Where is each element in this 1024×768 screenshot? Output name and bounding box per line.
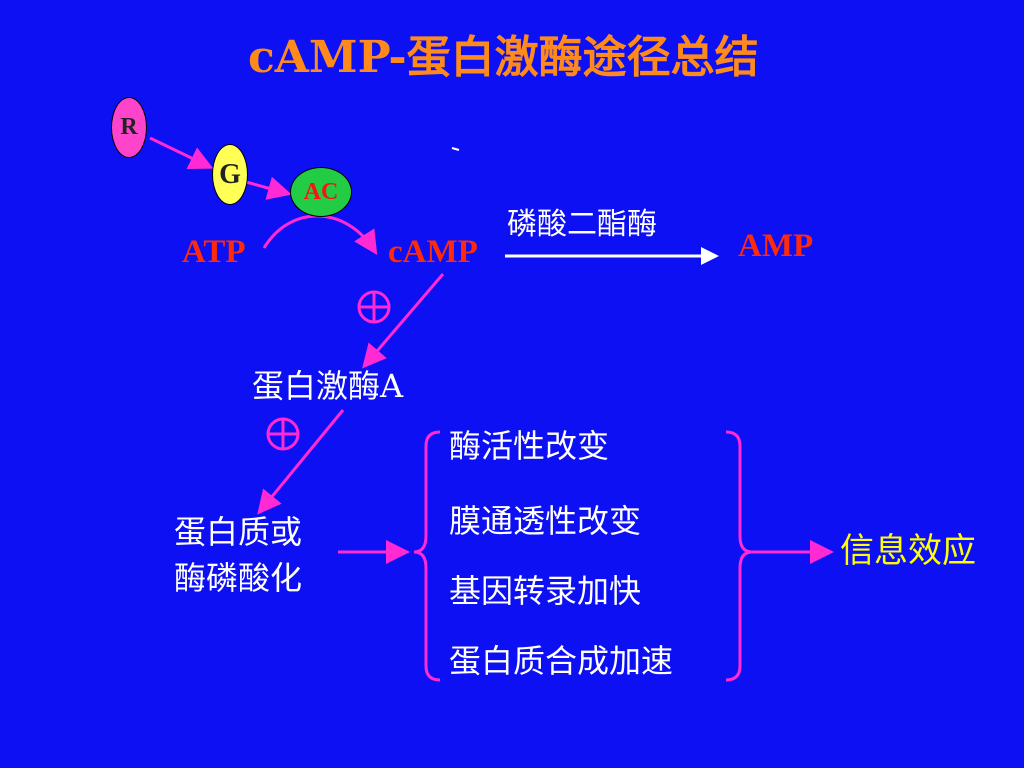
phosphorylation-label-line1: 蛋白质或	[174, 513, 303, 551]
atp-label: ATP	[182, 234, 246, 270]
arrow-pka-to-phosphorylation	[257, 409, 345, 515]
camp-label: cAMP	[388, 234, 478, 270]
g-protein-node: G	[212, 144, 248, 205]
right-brace	[725, 430, 753, 682]
phosphorylation-label-line2: 酶磷酸化	[174, 559, 303, 597]
phosphodiesterase-label: 磷酸二酯酶	[507, 207, 657, 242]
arrow-g-to-ac	[245, 176, 292, 200]
effect-item: 膜通透性改变	[449, 502, 642, 540]
result-label: 信息效应	[840, 531, 976, 571]
effect-item: 基因转录加快	[449, 572, 642, 610]
page-title: cAMP-蛋白激酶途径总结	[248, 32, 759, 83]
receptor-node: R	[111, 97, 147, 158]
g-protein-label: G	[219, 158, 241, 190]
arrow-camp-to-pka	[362, 273, 445, 369]
left-brace	[413, 430, 441, 682]
receptor-label: R	[120, 114, 138, 140]
plus-circle-icon	[357, 290, 391, 324]
adenylate-cyclase-node: AC	[290, 167, 352, 217]
adenylate-cyclase-label: AC	[303, 178, 339, 205]
effect-item: 蛋白质合成加速	[449, 642, 674, 680]
effect-item: 酶活性改变	[449, 427, 610, 465]
plus-circle-icon	[266, 417, 300, 451]
stray-dash	[451, 147, 460, 151]
protein-kinase-a-label: 蛋白激酶A	[252, 367, 404, 405]
amp-label: AMP	[738, 228, 814, 264]
arc-atp-to-camp	[262, 214, 378, 256]
arrow-r-to-g	[149, 136, 214, 169]
